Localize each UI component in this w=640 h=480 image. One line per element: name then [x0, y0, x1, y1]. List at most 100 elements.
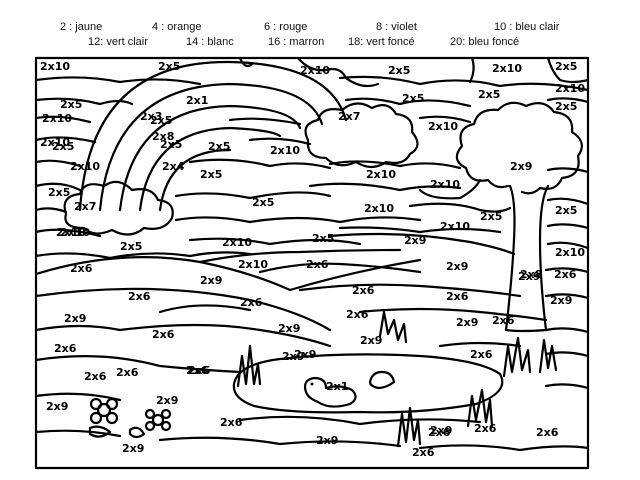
multiplication-label: 2x6	[306, 258, 329, 271]
multiplication-label: 2x6	[84, 370, 107, 383]
multiplication-label: 2x5	[555, 60, 577, 73]
multiplication-label: 2x9	[456, 316, 478, 329]
multiplication-label: 2x7	[338, 110, 360, 123]
multiplication-label: 2x6	[428, 426, 451, 439]
turtle	[368, 370, 396, 390]
multiplication-label: 2x10	[440, 220, 470, 233]
legend-entry-18: 18: vert foncé	[348, 36, 415, 48]
multiplication-label: 2x5	[158, 60, 180, 73]
multiplication-label: 2x10	[430, 178, 460, 191]
multiplication-label: 2x10	[70, 160, 100, 173]
multiplication-label: 2x6	[346, 308, 369, 321]
multiplication-label: 2x10	[40, 60, 70, 73]
multiplication-label: 2x5	[555, 100, 577, 113]
multiplication-label: 2x9	[122, 442, 144, 455]
multiplication-label: 2x10	[366, 168, 396, 181]
legend-entry-20: 20: bleu foncé	[450, 36, 520, 48]
multiplication-label: 2x5	[402, 92, 424, 105]
color-legend: 2 : jaune 4 : orange 6 : rouge 8 : viole…	[0, 0, 640, 54]
legend-entry-14: 14 : blanc	[186, 36, 234, 48]
multiplication-label: 2x9	[64, 312, 86, 325]
multiplication-label: 2x3	[140, 110, 162, 123]
multiplication-label: 2x9	[46, 400, 68, 413]
multiplication-label: 2x1	[186, 94, 208, 107]
multiplication-label: 2x5	[48, 186, 70, 199]
sky-patches	[34, 56, 590, 260]
multiplication-label: 2x9	[278, 322, 300, 335]
multiplication-label: 2x6	[470, 348, 493, 361]
multiplication-label: 2x6	[70, 262, 93, 275]
multiplication-label: 2x8	[520, 268, 542, 281]
multiplication-label: 2x9	[294, 348, 316, 361]
multiplication-label: 2x9	[430, 424, 452, 437]
multiplication-label: 2x10	[428, 120, 458, 133]
hills	[34, 232, 590, 452]
pond	[232, 353, 504, 414]
multiplication-label: 2x9	[510, 160, 532, 173]
multiplication-label: 2x9	[518, 270, 540, 283]
multiplication-label: 2x5	[160, 138, 182, 151]
multiplication-label: 2x6	[116, 366, 139, 379]
multiplication-label: 2x10	[555, 246, 585, 259]
multiplication-label: 2x5	[252, 196, 274, 209]
multiplication-label: 2x9	[316, 434, 338, 447]
multiplication-label: 2x5	[388, 64, 410, 77]
multiplication-label: 2x9	[550, 294, 572, 307]
multiplication-label: 2x6	[220, 416, 243, 429]
legend-entry-4: 4 : orange	[152, 21, 202, 33]
grass-tufts	[236, 310, 558, 448]
multiplication-label: 2x10	[222, 236, 252, 249]
multiplication-label: 2x1	[326, 380, 348, 393]
multiplication-label: 2x6	[446, 290, 469, 303]
multiplication-label: 2x10	[60, 226, 90, 239]
multiplication-label: 2x5	[60, 98, 82, 111]
legend-entry-8: 8 : violet	[376, 21, 417, 33]
rainbow	[78, 60, 348, 212]
tree-crown	[455, 101, 583, 195]
left-cloud	[63, 180, 174, 236]
multiplication-label: 2x5	[312, 232, 334, 245]
multiplication-label: 2x9	[360, 334, 382, 347]
multiplication-label: 2x6	[152, 328, 175, 341]
right-cloud	[304, 102, 419, 169]
multiplication-label: 2x6	[188, 364, 211, 377]
multiplication-label: 2x9	[404, 234, 426, 247]
legend-entry-2: 2 : jaune	[60, 21, 103, 33]
legend-entry-6: 6 : rouge	[264, 21, 308, 33]
multiplication-label: 2x6	[54, 342, 77, 355]
multiplication-label: 2x6	[492, 314, 515, 327]
duck	[303, 376, 357, 408]
multiplication-label: 2x5	[478, 88, 500, 101]
multiplication-label: 2x6	[474, 422, 497, 435]
multiplication-label: 2x6	[352, 284, 375, 297]
multiplication-label: 2x10	[238, 258, 268, 271]
multiplication-label: 2x10	[364, 202, 394, 215]
multiplication-label: 2x5	[52, 140, 74, 153]
multiplication-label: 2x9	[282, 350, 304, 363]
tree-trunk	[504, 184, 550, 333]
multiplication-label: 2x5	[200, 168, 222, 181]
multiplication-label: 2x7	[74, 200, 96, 213]
multiplication-label: 2x10	[492, 62, 522, 75]
legend-entry-10: 10 : bleu clair	[494, 21, 560, 33]
multiplication-label: 2x10	[270, 144, 300, 157]
multiplication-label: 2x9	[446, 260, 468, 273]
multiplication-label: 2x5	[150, 114, 172, 127]
multiplication-label: 2x5	[208, 140, 230, 153]
multiplication-label: 2x5	[120, 240, 142, 253]
multiplication-label: 2x9	[156, 394, 178, 407]
multiplication-label: 2x10	[56, 226, 86, 239]
flowers	[88, 397, 172, 439]
multiplication-label: 2x6	[536, 426, 559, 439]
multiplication-label: 2x6	[186, 364, 209, 377]
legend-entry-16: 16 : marron	[268, 36, 325, 48]
multiplication-label: 2x6	[128, 290, 151, 303]
multiplication-label: 2x6	[412, 446, 435, 459]
multiplication-label: 2x6	[240, 296, 263, 309]
multiplication-label: 2x10	[300, 64, 330, 77]
multiplication-label: 2x10	[40, 136, 70, 149]
multiplication-label: 2x8	[152, 130, 174, 143]
legend-entry-12: 12: vert clair	[88, 36, 148, 48]
